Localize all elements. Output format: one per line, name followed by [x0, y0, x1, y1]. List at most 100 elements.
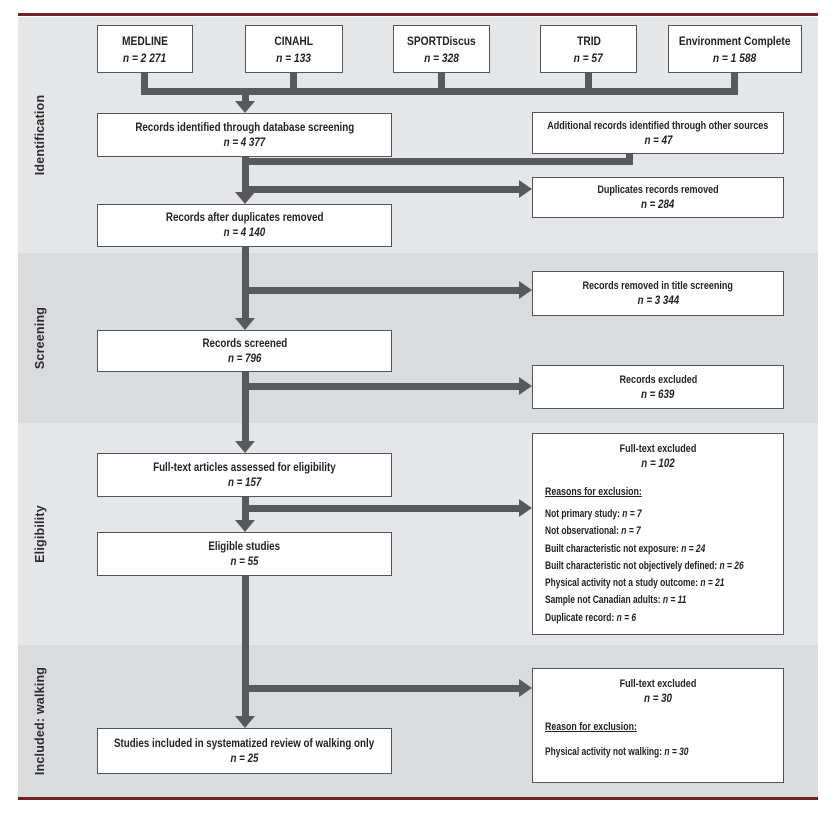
flow-line-gather: [141, 88, 738, 95]
flow-line-screened-to-fulltext: [242, 372, 249, 443]
flow-line-to-ftexcluded102: [242, 505, 519, 512]
box-records-excluded: Records excluded n = 639: [532, 365, 784, 409]
source-count: n = 1 588: [713, 50, 757, 65]
bottom-rule: [18, 797, 818, 800]
flow-line-stub-medline: [141, 73, 148, 95]
section-label-identification: Identification: [33, 94, 47, 176]
reason-row: Built characteristic not exposure: n = 2…: [545, 541, 731, 558]
source-count: n = 328: [424, 50, 459, 65]
box-count: n = 30: [644, 693, 672, 705]
section-label-included-walking: Included: walking: [33, 666, 47, 776]
reason-label: Built characteristic not objectively def…: [545, 559, 718, 572]
reason-label: Not observational:: [545, 525, 619, 538]
flow-line-eligible-to-included: [242, 576, 249, 718]
box-count: n = 55: [230, 555, 259, 568]
source-name: MEDLINE: [122, 33, 168, 48]
flow-line-afterdup-to-screened: [242, 247, 249, 320]
flow-arrowhead-fulltext: [235, 441, 255, 453]
reason-row: Duplicate record: n = 6: [545, 610, 731, 627]
box-title: Records removed in title screening: [582, 280, 734, 292]
reason-value: n = 6: [616, 611, 637, 624]
box-title: Full-text excluded: [619, 443, 697, 455]
flow-arrowhead-eligible: [235, 520, 255, 532]
box-count: n = 3 344: [637, 295, 679, 307]
box-additional-records: Additional records identified through ot…: [532, 112, 784, 154]
box-fulltext-excluded-walking: Full-text excluded n = 30 Reason for exc…: [532, 668, 784, 783]
box-count: n = 157: [227, 476, 262, 489]
flow-line-to-ftexcluded30: [242, 685, 519, 692]
top-rule: [18, 13, 818, 16]
reason-label: Physical activity not a study outcome:: [545, 577, 699, 590]
box-records-identified: Records identified through database scre…: [97, 113, 392, 157]
source-name: Environment Complete: [679, 33, 791, 48]
source-box-environment-complete: Environment Complete n = 1 588: [668, 25, 802, 73]
box-count: n = 102: [641, 458, 675, 470]
source-name: CINAHL: [274, 33, 314, 48]
reason-row: Physical activity not walking: n = 30: [545, 744, 731, 761]
source-box-sportdiscus: SPORTDiscus n = 328: [393, 25, 490, 73]
box-count: n = 284: [641, 199, 675, 211]
box-title: Duplicates records removed: [597, 184, 719, 196]
box-title: Records screened: [202, 337, 287, 350]
box-count: n = 4 140: [223, 227, 266, 239]
reasons-heading: Reasons for exclusion:: [545, 486, 642, 498]
box-title: Records excluded: [619, 373, 697, 386]
box-fulltext-assessed: Full-text articles assessed for eligibil…: [97, 453, 392, 497]
box-fulltext-excluded-eligibility: Full-text excluded n = 102 Reasons for e…: [532, 433, 784, 635]
box-studies-included: Studies included in systematized review …: [97, 728, 392, 774]
reason-label: Duplicate record:: [545, 611, 615, 624]
reason-row: Built characteristic not objectively def…: [545, 558, 744, 575]
box-records-after-duplicates: Records after duplicates removed n = 4 1…: [97, 204, 392, 247]
reason-value: n = 26: [719, 559, 744, 572]
reason-row: Not primary study: n = 7: [545, 506, 731, 523]
reason-label: Sample not Canadian adults:: [545, 594, 661, 607]
flow-arrowhead-included: [235, 716, 255, 728]
flow-line-to-titleremoved: [242, 287, 519, 294]
section-label-eligibility: Eligibility: [33, 505, 47, 563]
source-count: n = 57: [573, 50, 604, 65]
reason-value: n = 21: [700, 577, 725, 590]
box-count: n = 4 377: [223, 136, 266, 149]
box-title: Records identified through database scre…: [135, 121, 354, 134]
source-box-cinahl: CINAHL n = 133: [245, 25, 343, 73]
source-count: n = 2 271: [123, 50, 167, 65]
box-title: Studies included in systematized review …: [114, 737, 375, 750]
reason-label: Physical activity not walking:: [545, 746, 663, 758]
source-name: SPORTDiscus: [407, 33, 476, 48]
box-count: n = 25: [230, 752, 259, 765]
reason-value: n = 30: [664, 746, 689, 758]
section-label-screening: Screening: [33, 306, 47, 370]
flow-line-to-excluded: [242, 383, 519, 390]
box-records-screened: Records screened n = 796: [97, 330, 392, 372]
flow-line-to-duplicates: [242, 186, 519, 193]
flow-line-stub-environment: [731, 73, 738, 95]
box-count: n = 47: [644, 134, 672, 147]
reasons-heading: Reason for exclusion:: [545, 721, 637, 733]
flow-arrowhead-titleremoved: [519, 281, 532, 299]
flow-arrowhead-duplicates: [519, 180, 532, 198]
source-count: n = 133: [276, 50, 312, 65]
box-title: Full-text excluded: [619, 678, 697, 690]
flow-arrowhead-afterdup: [235, 192, 255, 204]
reason-value: n = 7: [622, 508, 642, 520]
flow-line-stub-trid: [585, 73, 592, 95]
box-title: Records after duplicates removed: [165, 212, 324, 224]
reason-row: Sample not Canadian adults: n = 11: [545, 592, 731, 609]
flow-arrowhead-ftexcluded30: [519, 679, 532, 697]
box-title: Additional records identified through ot…: [547, 119, 769, 132]
reason-value: n = 11: [662, 594, 687, 607]
source-box-trid: TRID n = 57: [540, 25, 637, 73]
flow-arrowhead-ftexcluded102: [519, 499, 532, 517]
source-name: TRID: [576, 33, 601, 48]
flow-line-into-identified: [242, 88, 249, 103]
box-eligible-studies: Eligible studies n = 55: [97, 532, 392, 576]
box-count: n = 796: [227, 352, 262, 365]
flow-arrowhead-into-identified: [235, 101, 255, 113]
flow-line-stub-sportdiscus: [438, 73, 445, 95]
flow-arrowhead-screened: [235, 318, 255, 330]
box-duplicates-removed: Duplicates records removed n = 284: [532, 177, 784, 218]
source-box-medline: MEDLINE n = 2 271: [97, 25, 193, 73]
flow-arrowhead-excluded: [519, 377, 532, 395]
box-title: Full-text articles assessed for eligibil…: [153, 461, 336, 474]
